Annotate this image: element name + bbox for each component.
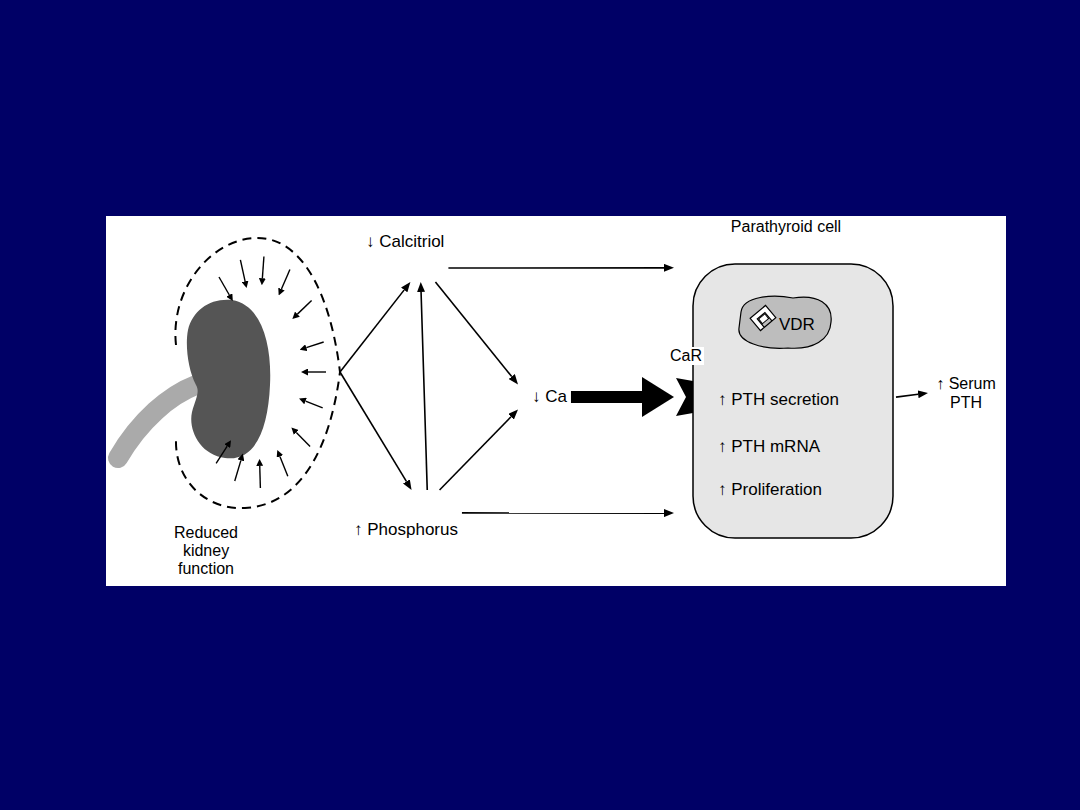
node-heading: Parathyroid cell <box>686 218 886 236</box>
inward-arrow <box>297 301 311 315</box>
nucleus-shape <box>739 296 831 348</box>
inward-arrow <box>296 432 310 446</box>
inward-arrow <box>235 460 241 481</box>
inward-arrow <box>259 466 261 488</box>
arrow-connector <box>440 417 511 490</box>
arrow-connector <box>435 282 511 377</box>
inward-arrow <box>280 456 288 476</box>
dashed-outline <box>175 238 340 508</box>
arrow-connector <box>421 292 427 490</box>
cell-membrane <box>693 264 893 538</box>
node-label: ↑ PTH mRNA <box>718 437 820 457</box>
inward-arrow <box>308 371 326 372</box>
inward-arrow <box>306 401 323 408</box>
nucleus: VDR <box>733 292 835 352</box>
kidney-shape <box>187 300 270 459</box>
node-label: ↓ Ca <box>532 387 567 407</box>
white-panel <box>106 216 1006 586</box>
inward-arrow <box>240 260 245 281</box>
parathyroid-cell: Parathyroid cell ↑ PTH secretion ↑ PTH mRN… <box>674 216 896 540</box>
calcitriol-node: ↓ Calcitriol <box>362 230 448 282</box>
inward-arrow <box>219 277 229 295</box>
node-label: Reduced kidney function <box>158 524 254 578</box>
vdr-receptor <box>750 305 776 330</box>
calcium-node: ↓ Ca <box>518 383 571 411</box>
kidney-region: Reduced kidney function <box>108 234 340 586</box>
arrow-connector <box>462 512 664 514</box>
node-label: ↑ PTH secretion <box>718 390 839 410</box>
node-label: ↑ Proliferation <box>718 480 822 500</box>
arrow-connector <box>340 372 406 481</box>
node-label: ↓ Calcitriol <box>366 232 444 252</box>
thick-arrow <box>571 391 642 403</box>
inward-arrow <box>306 342 323 348</box>
node-label: VDR <box>779 315 815 335</box>
arrow-connector <box>448 267 664 269</box>
ureter <box>118 385 196 458</box>
inward-arrows <box>216 256 326 487</box>
node-label: ↑ Serum PTH <box>928 374 1004 412</box>
node-label: ↑ Phosphorus <box>354 520 458 540</box>
serum-pth-node: ↑ Serum PTH <box>928 372 1004 414</box>
inward-arrow <box>216 446 227 463</box>
arrow-connector <box>896 394 918 397</box>
arrow-connector <box>340 290 404 372</box>
phosphorus-node: ↑ Phosphorus <box>350 490 462 542</box>
receptor-label: CaR <box>668 347 704 365</box>
inward-arrow <box>262 256 264 278</box>
inward-arrow <box>281 270 289 289</box>
calcium-receptor <box>676 378 693 416</box>
